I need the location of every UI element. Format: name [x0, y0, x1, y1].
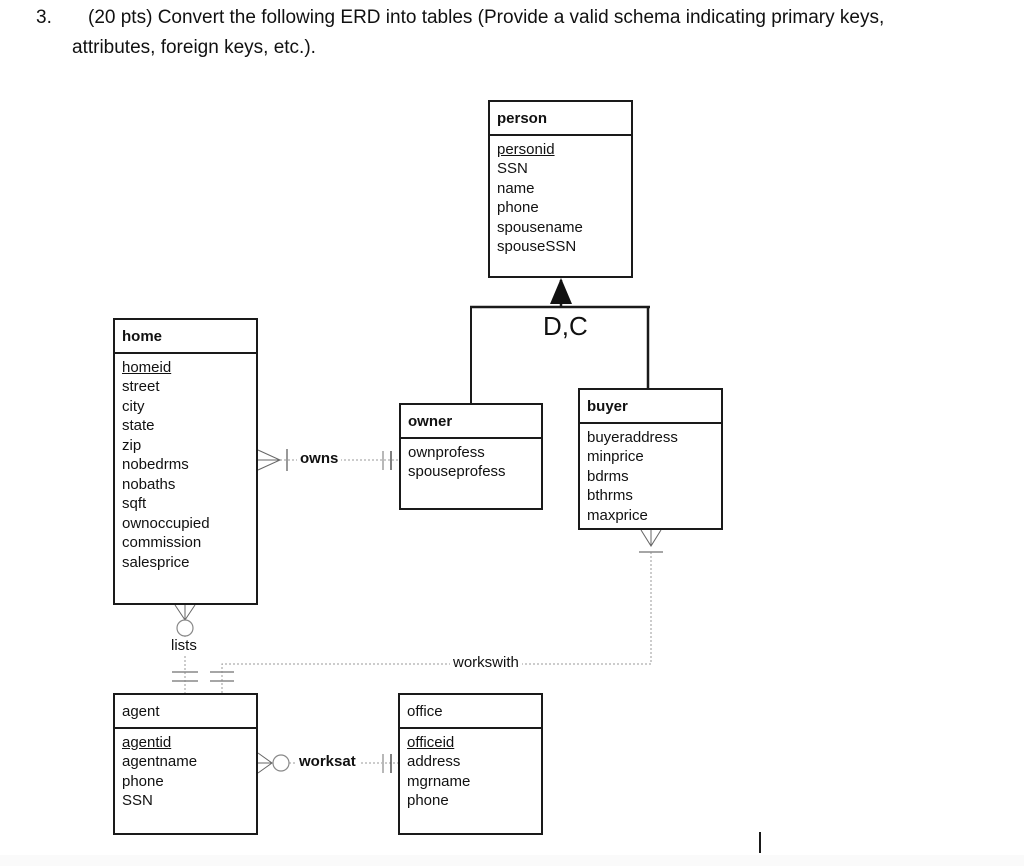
specialization-label-dc: D,C [541, 311, 590, 342]
attribute-commission: commission [122, 534, 202, 551]
entity-agent-attributes: agentid agentname phone SSN [115, 729, 256, 811]
relationship-label-worksat: worksat [296, 753, 359, 770]
attribute-agentname: agentname [122, 753, 198, 770]
attribute-phone: phone [407, 792, 449, 809]
attribute-nobaths: nobaths [122, 475, 176, 493]
workswith-connector [210, 529, 663, 693]
entity-office: office officeid address mgrname phone [398, 693, 543, 835]
attribute-ownprofess: ownprofess [408, 443, 485, 461]
attribute-spousename: spousename [497, 218, 583, 236]
attribute-homeid: homeid [122, 358, 172, 376]
attribute-spouseprofess: spouseprofess [408, 463, 506, 480]
attribute-name: name [497, 179, 535, 197]
attribute-bthrms: bthrms [587, 487, 633, 504]
attribute-personid: personid [497, 140, 555, 158]
attribute-city: city [122, 397, 145, 415]
question-number: 3. [36, 7, 52, 28]
question-text-line1: (20 pts) Convert the following ERD into … [88, 7, 885, 28]
page-bottom-strip [0, 855, 1024, 866]
attribute-officeid: officeid [407, 733, 455, 751]
entity-home: home homeid street city state zip nobedr… [113, 318, 258, 605]
crows-foot-icon [257, 752, 273, 774]
attribute-sqft: sqft [122, 495, 147, 512]
entity-person-attributes: personid SSN name phone spousename spous… [490, 136, 631, 257]
attribute-ssn: SSN [122, 792, 153, 809]
attribute-maxprice: maxprice [587, 506, 648, 524]
attribute-ssn: SSN [497, 160, 528, 177]
attribute-spousessn: spouseSSN [497, 238, 577, 255]
attribute-agentid: agentid [122, 733, 172, 751]
attribute-salesprice: salesprice [122, 553, 190, 571]
specialization-arrow-icon [550, 278, 572, 304]
attribute-address: address [407, 753, 461, 770]
attribute-ownoccupied: ownoccupied [122, 514, 210, 532]
attribute-phone: phone [497, 199, 539, 216]
relationship-label-owns: owns [297, 450, 342, 467]
entity-buyer-title: buyer [580, 390, 721, 424]
relationship-label-workswith: workswith [450, 654, 522, 671]
entity-owner: owner ownprofess spouseprofess [399, 403, 543, 510]
entity-owner-title: owner [401, 405, 541, 439]
attribute-zip: zip [122, 436, 142, 454]
entity-agent: agent agentid agentname phone SSN [113, 693, 258, 835]
attribute-state: state [122, 417, 155, 434]
attribute-street: street [122, 378, 160, 395]
entity-home-attributes: homeid street city state zip nobedrms no… [115, 354, 256, 573]
attribute-mgrname: mgrname [407, 772, 471, 790]
attribute-bdrms: bdrms [587, 467, 629, 485]
text-cursor [759, 832, 761, 853]
attribute-nobedrms: nobedrms [122, 456, 189, 473]
attribute-buyeraddress: buyeraddress [587, 428, 678, 446]
entity-office-attributes: officeid address mgrname phone [400, 729, 541, 811]
entity-person-title: person [490, 102, 631, 136]
attribute-phone: phone [122, 772, 164, 790]
entity-office-title: office [400, 695, 541, 729]
crows-foot-icon [640, 529, 662, 547]
entity-person: person personid SSN name phone spousenam… [488, 100, 633, 278]
attribute-minprice: minprice [587, 448, 644, 465]
relationship-label-lists: lists [168, 637, 200, 654]
entity-home-title: home [115, 320, 256, 354]
entity-buyer: buyer buyeraddress minprice bdrms bthrms… [578, 388, 723, 530]
optional-circle-icon [176, 619, 194, 637]
optional-circle-icon [272, 754, 290, 772]
entity-buyer-attributes: buyeraddress minprice bdrms bthrms maxpr… [580, 424, 721, 526]
question-text-line2: attributes, foreign keys, etc.). [72, 37, 316, 58]
crows-foot-icon [257, 449, 282, 471]
entity-owner-attributes: ownprofess spouseprofess [401, 439, 541, 482]
crows-foot-icon [174, 604, 196, 621]
entity-agent-title: agent [115, 695, 256, 729]
